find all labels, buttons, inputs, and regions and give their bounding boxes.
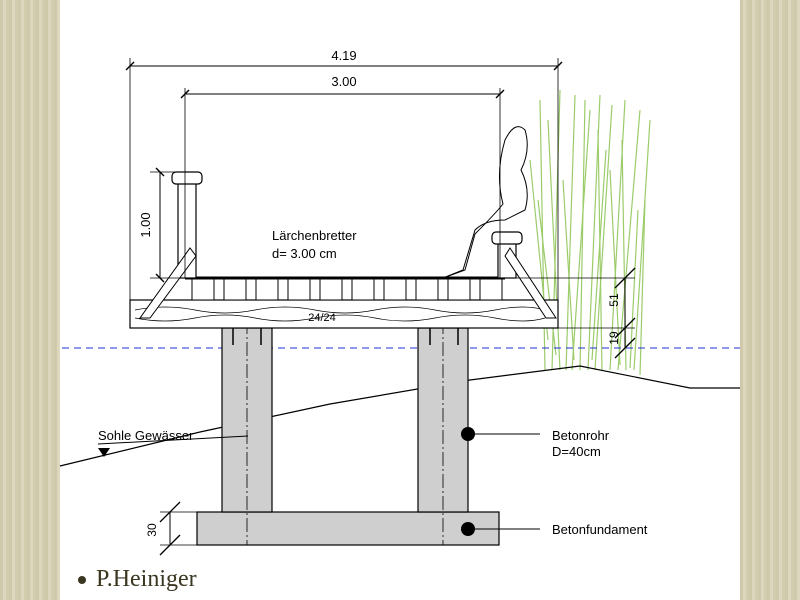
- reed-grass: [529, 89, 651, 376]
- dim-foundation-height: 30: [145, 523, 159, 537]
- riverbed-line: [59, 365, 740, 467]
- deck-thickness-label: d= 3.00 cm: [272, 246, 337, 261]
- deck-beam: [129, 299, 559, 329]
- concrete-foundation: [196, 511, 500, 546]
- foundation-label: Betonfundament: [552, 522, 648, 537]
- wood-grain: [134, 306, 546, 322]
- deck-joists: [191, 277, 503, 301]
- riverbed-marker: [98, 448, 110, 457]
- dim-railing-height: 1.00: [138, 212, 153, 237]
- dim-total-width: 4.19: [331, 48, 356, 63]
- bullet-icon: [78, 575, 86, 584]
- deck-material-label: Lärchenbretter: [272, 228, 357, 243]
- pipe-diameter-label: D=40cm: [552, 444, 601, 459]
- beam-size-label: 24/24: [308, 312, 336, 324]
- right-border: [740, 0, 800, 600]
- author-credit: P.Heiniger: [78, 566, 197, 593]
- author-name: P.Heiniger: [96, 566, 197, 592]
- dim-deck-width: 3.00: [331, 74, 356, 89]
- right-brace: [504, 247, 557, 319]
- pipe-label: Betonrohr: [552, 428, 610, 443]
- dim-deck-height: 51: [607, 293, 621, 307]
- left-brace: [139, 247, 197, 319]
- dim-clearance: 19: [607, 331, 621, 345]
- riverbed-label: Sohle Gewässer: [98, 428, 194, 443]
- left-border: [0, 0, 60, 600]
